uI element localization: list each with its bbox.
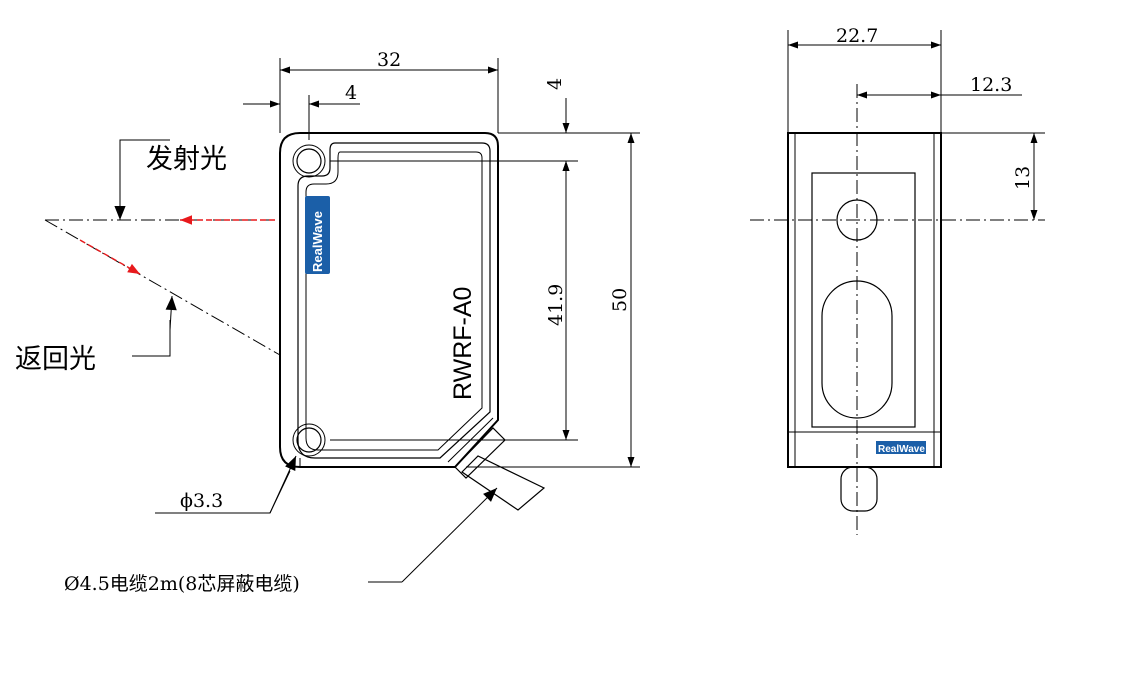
label-emitted-light: 发射光 [146,144,227,175]
mounting-hole-top-bezel [292,144,326,178]
front-bezel [297,142,491,459]
dim-height-label: 50 [609,288,631,312]
mounting-hole-bottom [296,427,322,453]
dim-hole-spacing: 41.9 [330,161,578,441]
dim-width: 32 [279,49,499,133]
side-view: RealWave 22.7 12.3 13 [750,25,1045,535]
dim-top-offset: 4 [330,78,640,180]
dim-width-label: 32 [377,49,401,71]
front-window [305,151,483,451]
label-returned-light: 返回光 [15,344,96,375]
front-bottom-chamfer [299,417,499,468]
cable-note: Ø4.5电缆2m(8芯屏蔽电缆) [64,487,498,595]
side-brand-badge: RealWave [876,441,926,455]
front-view: RealWave RWRF-A0 32 4 4 [15,49,640,595]
cable-note-label: Ø4.5电缆2m(8芯屏蔽电缆) [64,573,300,595]
returned-light-indicator: 返回光 [15,219,281,375]
dim-top-offset-label: 4 [544,78,566,90]
dim-lens-height: 13 [941,132,1045,220]
dim-center-offset: 12.3 [857,74,1022,99]
mounting-hole-top [296,148,322,174]
dim-depth: 22.7 [787,25,942,133]
cable-gland [461,455,546,511]
dim-depth-label: 22.7 [836,25,878,47]
dim-hole-diameter-label: ϕ3.3 [180,490,223,512]
emitted-light-indicator: 发射光 [45,139,278,225]
model-label: RWRF-A0 [449,287,477,400]
dim-hole-offset: 4 [243,82,360,140]
dim-hole-diameter: ϕ3.3 [155,455,297,514]
cable-boss [454,427,506,479]
dim-height: 50 [466,133,640,468]
side-window [811,172,916,428]
dim-hole-offset-label: 4 [345,82,357,104]
front-brand-text: RealWave [310,211,325,272]
side-brand-text: RealWave [878,444,925,455]
front-brand-badge: RealWave [305,196,330,274]
side-cable-boss [840,466,878,512]
dim-lens-height-label: 13 [1012,166,1034,190]
dim-hole-spacing-label: 41.9 [545,284,567,326]
dim-center-offset-label: 12.3 [970,74,1012,96]
mounting-hole-bottom-bezel [292,423,326,457]
